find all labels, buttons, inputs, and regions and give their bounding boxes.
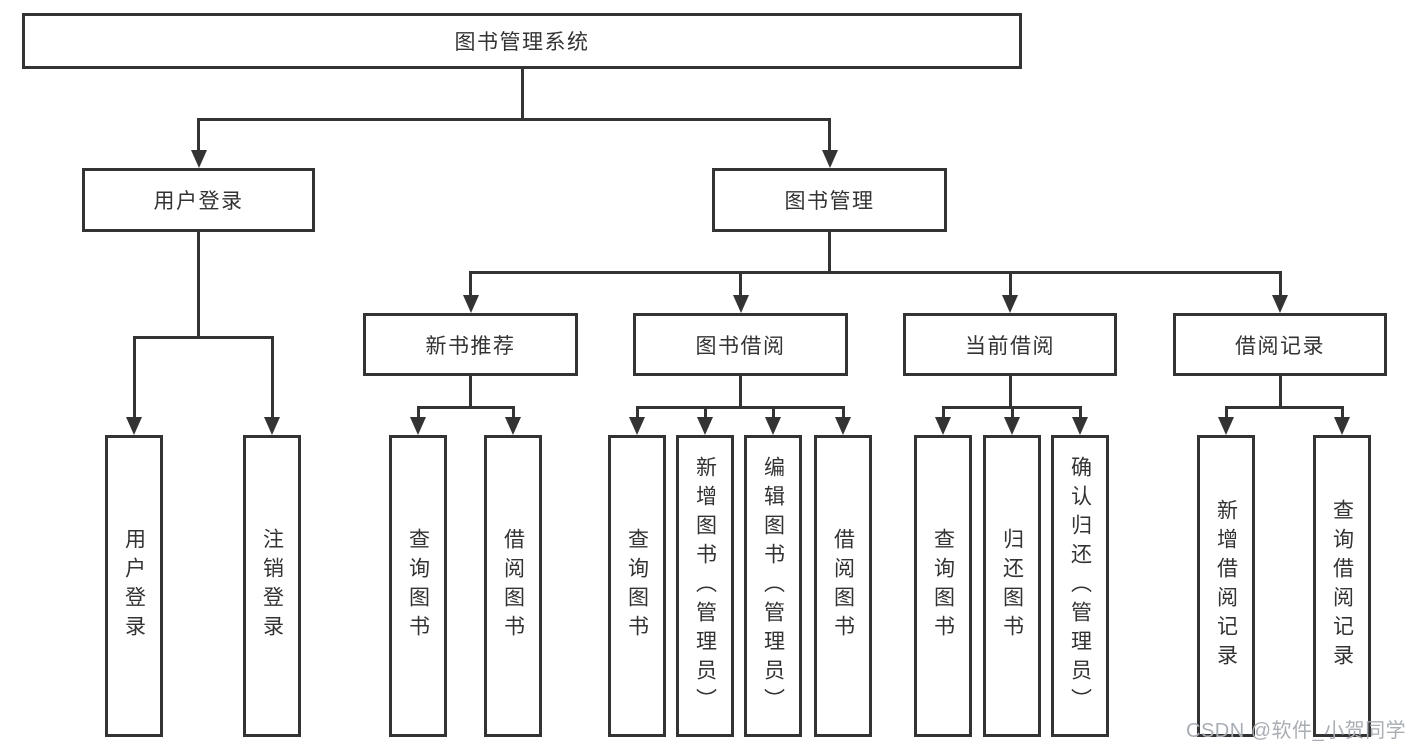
node-label-leaf-user-login: 用户登录 (122, 528, 146, 644)
edge-drop-leaf-confirm-return (1078, 409, 1082, 419)
edge-rail-new-book-recommend (416, 406, 515, 409)
edge-rail-root (197, 118, 831, 121)
edge-drop-book-borrow (739, 274, 742, 297)
node-book-management: 图书管理 (712, 168, 947, 232)
edge-drop-leaf-logout (270, 339, 274, 419)
node-label-leaf-query-book-2: 查询图书 (625, 528, 649, 644)
node-user-login: 用户登录 (82, 168, 315, 232)
node-label-leaf-add-book: 新增图书（管理员） (693, 455, 717, 717)
edge-rail-book-borrow (635, 406, 845, 409)
arrowhead-into-user-login (190, 150, 207, 168)
arrowhead-into-leaf-query-book-2 (629, 417, 645, 435)
node-label-leaf-query-book-1: 查询图书 (406, 528, 430, 644)
node-label-leaf-add-borrow-rec: 新增借阅记录 (1214, 499, 1238, 673)
node-label-leaf-borrow-book-2: 借阅图书 (831, 528, 855, 644)
node-label-leaf-query-borrow-rec: 查询借阅记录 (1330, 499, 1354, 673)
node-leaf-return-book: 归还图书 (983, 435, 1041, 737)
node-root: 图书管理系统 (22, 13, 1022, 69)
edge-drop-leaf-query-book-1 (416, 409, 420, 419)
node-label-book-management: 图书管理 (784, 190, 875, 213)
node-label-user-login: 用户登录 (153, 190, 244, 213)
edge-stem-current-borrow (1008, 376, 1012, 409)
edge-drop-current-borrow (1008, 274, 1012, 297)
edge-stem-book-borrow (739, 376, 742, 409)
edge-rail-book-management (469, 271, 1282, 274)
edge-drop-leaf-query-book-3 (941, 409, 945, 419)
edge-drop-borrow-records (1278, 274, 1282, 297)
edge-drop-leaf-user-login (132, 339, 136, 419)
edge-drop-leaf-add-book (703, 409, 707, 419)
node-leaf-query-book-3: 查询图书 (914, 435, 972, 737)
edge-drop-new-book-recommend (469, 274, 472, 297)
edge-drop-leaf-query-book-2 (635, 409, 639, 419)
edge-stem-new-book-recommend (469, 376, 472, 409)
node-leaf-add-book: 新增图书（管理员） (676, 435, 734, 737)
node-leaf-query-borrow-rec: 查询借阅记录 (1313, 435, 1371, 737)
node-leaf-logout: 注销登录 (243, 435, 301, 737)
node-leaf-add-borrow-rec: 新增借阅记录 (1197, 435, 1255, 737)
node-label-leaf-confirm-return: 确认归还（管理员） (1068, 455, 1092, 717)
node-leaf-query-book-2: 查询图书 (608, 435, 666, 737)
arrowhead-into-leaf-user-login (126, 417, 142, 435)
arrowhead-into-leaf-query-borrow-rec (1334, 417, 1350, 435)
edge-drop-leaf-query-borrow-rec (1340, 409, 1344, 419)
node-label-current-borrow: 当前借阅 (965, 334, 1055, 358)
arrowhead-into-borrow-records (1272, 295, 1288, 313)
node-label-borrow-records: 借阅记录 (1235, 334, 1325, 358)
node-label-book-borrow: 图书借阅 (695, 334, 786, 358)
node-label-leaf-edit-book: 编辑图书（管理员） (761, 455, 785, 717)
node-book-borrow: 图书借阅 (633, 313, 848, 376)
node-leaf-confirm-return: 确认归还（管理员） (1051, 435, 1109, 737)
node-new-book-recommend: 新书推荐 (363, 313, 578, 376)
node-leaf-edit-book: 编辑图书（管理员） (744, 435, 802, 737)
arrowhead-into-leaf-confirm-return (1072, 417, 1088, 435)
node-label-leaf-borrow-book-1: 借阅图书 (501, 528, 525, 644)
node-label-leaf-query-book-3: 查询图书 (931, 528, 955, 644)
arrowhead-into-leaf-return-book (1004, 417, 1020, 435)
edge-drop-user-login (197, 121, 200, 152)
edge-drop-leaf-return-book (1010, 409, 1014, 419)
edge-stem-borrow-records (1278, 376, 1282, 409)
edge-drop-leaf-borrow-book-2 (841, 409, 845, 419)
arrowhead-into-leaf-borrow-book-1 (505, 417, 521, 435)
arrowhead-into-leaf-add-book (697, 417, 713, 435)
node-label-new-book-recommend: 新书推荐 (425, 334, 516, 358)
edge-stem-book-management (828, 232, 831, 274)
node-current-borrow: 当前借阅 (903, 313, 1117, 376)
csdn-watermark: CSDN @软件_小贺同学 (1186, 720, 1405, 742)
edge-stem-root (520, 69, 524, 121)
edge-drop-leaf-edit-book (771, 409, 775, 419)
node-label-root: 图书管理系统 (454, 31, 590, 54)
arrowhead-into-leaf-edit-book (765, 417, 781, 435)
edge-rail-user-login (132, 336, 274, 339)
edge-drop-leaf-add-borrow-rec (1224, 409, 1228, 419)
edge-rail-borrow-records (1224, 406, 1344, 409)
edge-rail-current-borrow (941, 406, 1082, 409)
edge-drop-book-management (828, 121, 831, 152)
node-borrow-records: 借阅记录 (1173, 313, 1387, 376)
arrowhead-into-book-borrow (732, 295, 749, 313)
arrowhead-into-book-management (821, 150, 838, 168)
node-leaf-query-book-1: 查询图书 (389, 435, 447, 737)
node-leaf-user-login: 用户登录 (105, 435, 163, 737)
node-leaf-borrow-book-1: 借阅图书 (484, 435, 542, 737)
edge-stem-user-login (197, 232, 200, 339)
arrowhead-into-leaf-add-borrow-rec (1218, 417, 1234, 435)
arrowhead-into-new-book-recommend (462, 295, 479, 313)
arrowhead-into-leaf-logout (264, 417, 280, 435)
edge-drop-leaf-borrow-book-1 (511, 409, 515, 419)
arrowhead-into-leaf-query-book-1 (410, 417, 426, 435)
arrowhead-into-leaf-borrow-book-2 (835, 417, 851, 435)
node-label-leaf-return-book: 归还图书 (1000, 528, 1024, 644)
node-label-leaf-logout: 注销登录 (260, 528, 284, 644)
arrowhead-into-leaf-query-book-3 (935, 417, 951, 435)
arrowhead-into-current-borrow (1002, 295, 1018, 313)
node-leaf-borrow-book-2: 借阅图书 (814, 435, 872, 737)
